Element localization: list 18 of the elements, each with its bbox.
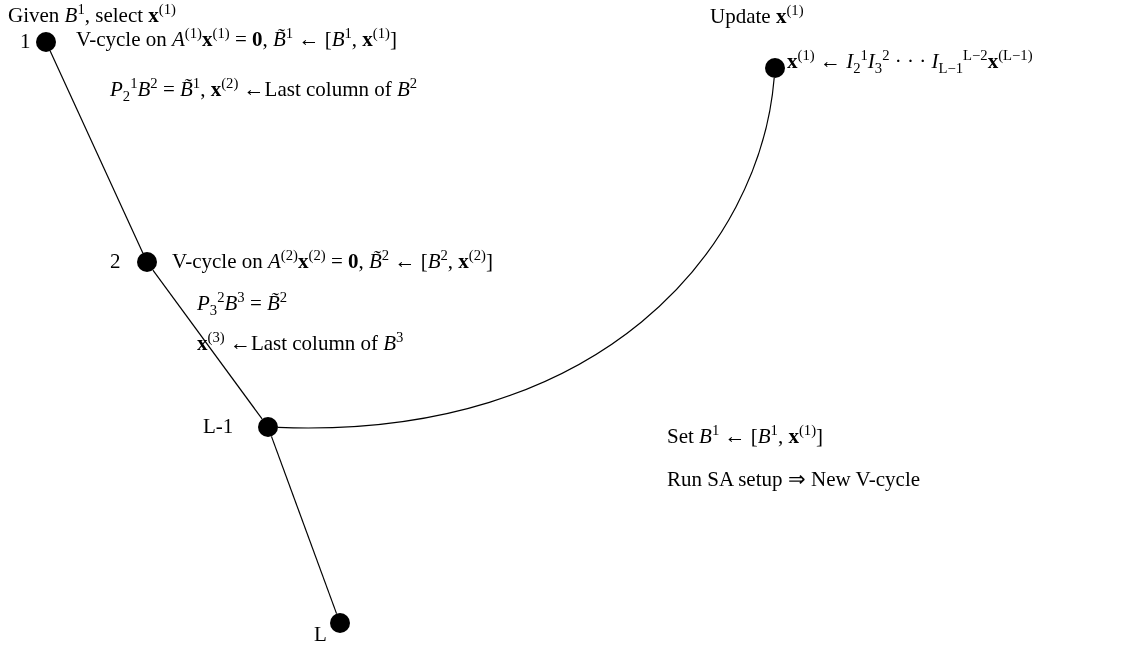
step-text: x$^{(3)}$ ←Last column of B$^{3}$ xyxy=(197,332,404,356)
note-text: Set B$^{1}$ ← [B$^{1}$, x$^{(1)}$] xyxy=(667,425,824,449)
step-heading: Given B$^{1}$, select x$^{(1)}$ xyxy=(8,4,176,28)
level-number: L xyxy=(314,623,327,647)
level-number: L-1 xyxy=(203,415,234,439)
step-heading: Update x$^{(1)}$ xyxy=(710,5,804,29)
connector-line xyxy=(270,435,338,615)
step-text: V-cycle on A$^{(1)}$x$^{(1)}$ = 0, B̃$^{1}$ ← [B$^{1}$, x$^{(1)}$] xyxy=(76,28,397,52)
step-number: 1 xyxy=(20,30,31,54)
curved-connector xyxy=(277,77,775,428)
update-formula: x$^{(1)}$ ← I$_{2}$$^{1}$I$_{3}$$^{2}$ · · · I$_{L−1}$$^{L−2}$x$^{(L−1)}$ xyxy=(787,50,1033,74)
connector-line xyxy=(152,269,263,420)
connector-line xyxy=(49,50,144,254)
step-text: P$_{2}$$^{1}$B$^{2}$ = B̃$^{1}$, x$^{(2)}$ ←Last column of B$^{2}$ xyxy=(110,78,418,102)
step-text: V-cycle on A$^{(2)}$x$^{(2)}$ = 0, B̃$^{2}$ ← [B$^{2}$, x$^{(2)}$] xyxy=(172,250,493,274)
step-text: P$_{3}$$^{2}$B$^{3}$ = B̃$^{2}$ xyxy=(197,292,288,316)
step-number: 2 xyxy=(110,250,121,274)
note-text: Run SA setup ⇒ New V-cycle xyxy=(667,468,921,492)
